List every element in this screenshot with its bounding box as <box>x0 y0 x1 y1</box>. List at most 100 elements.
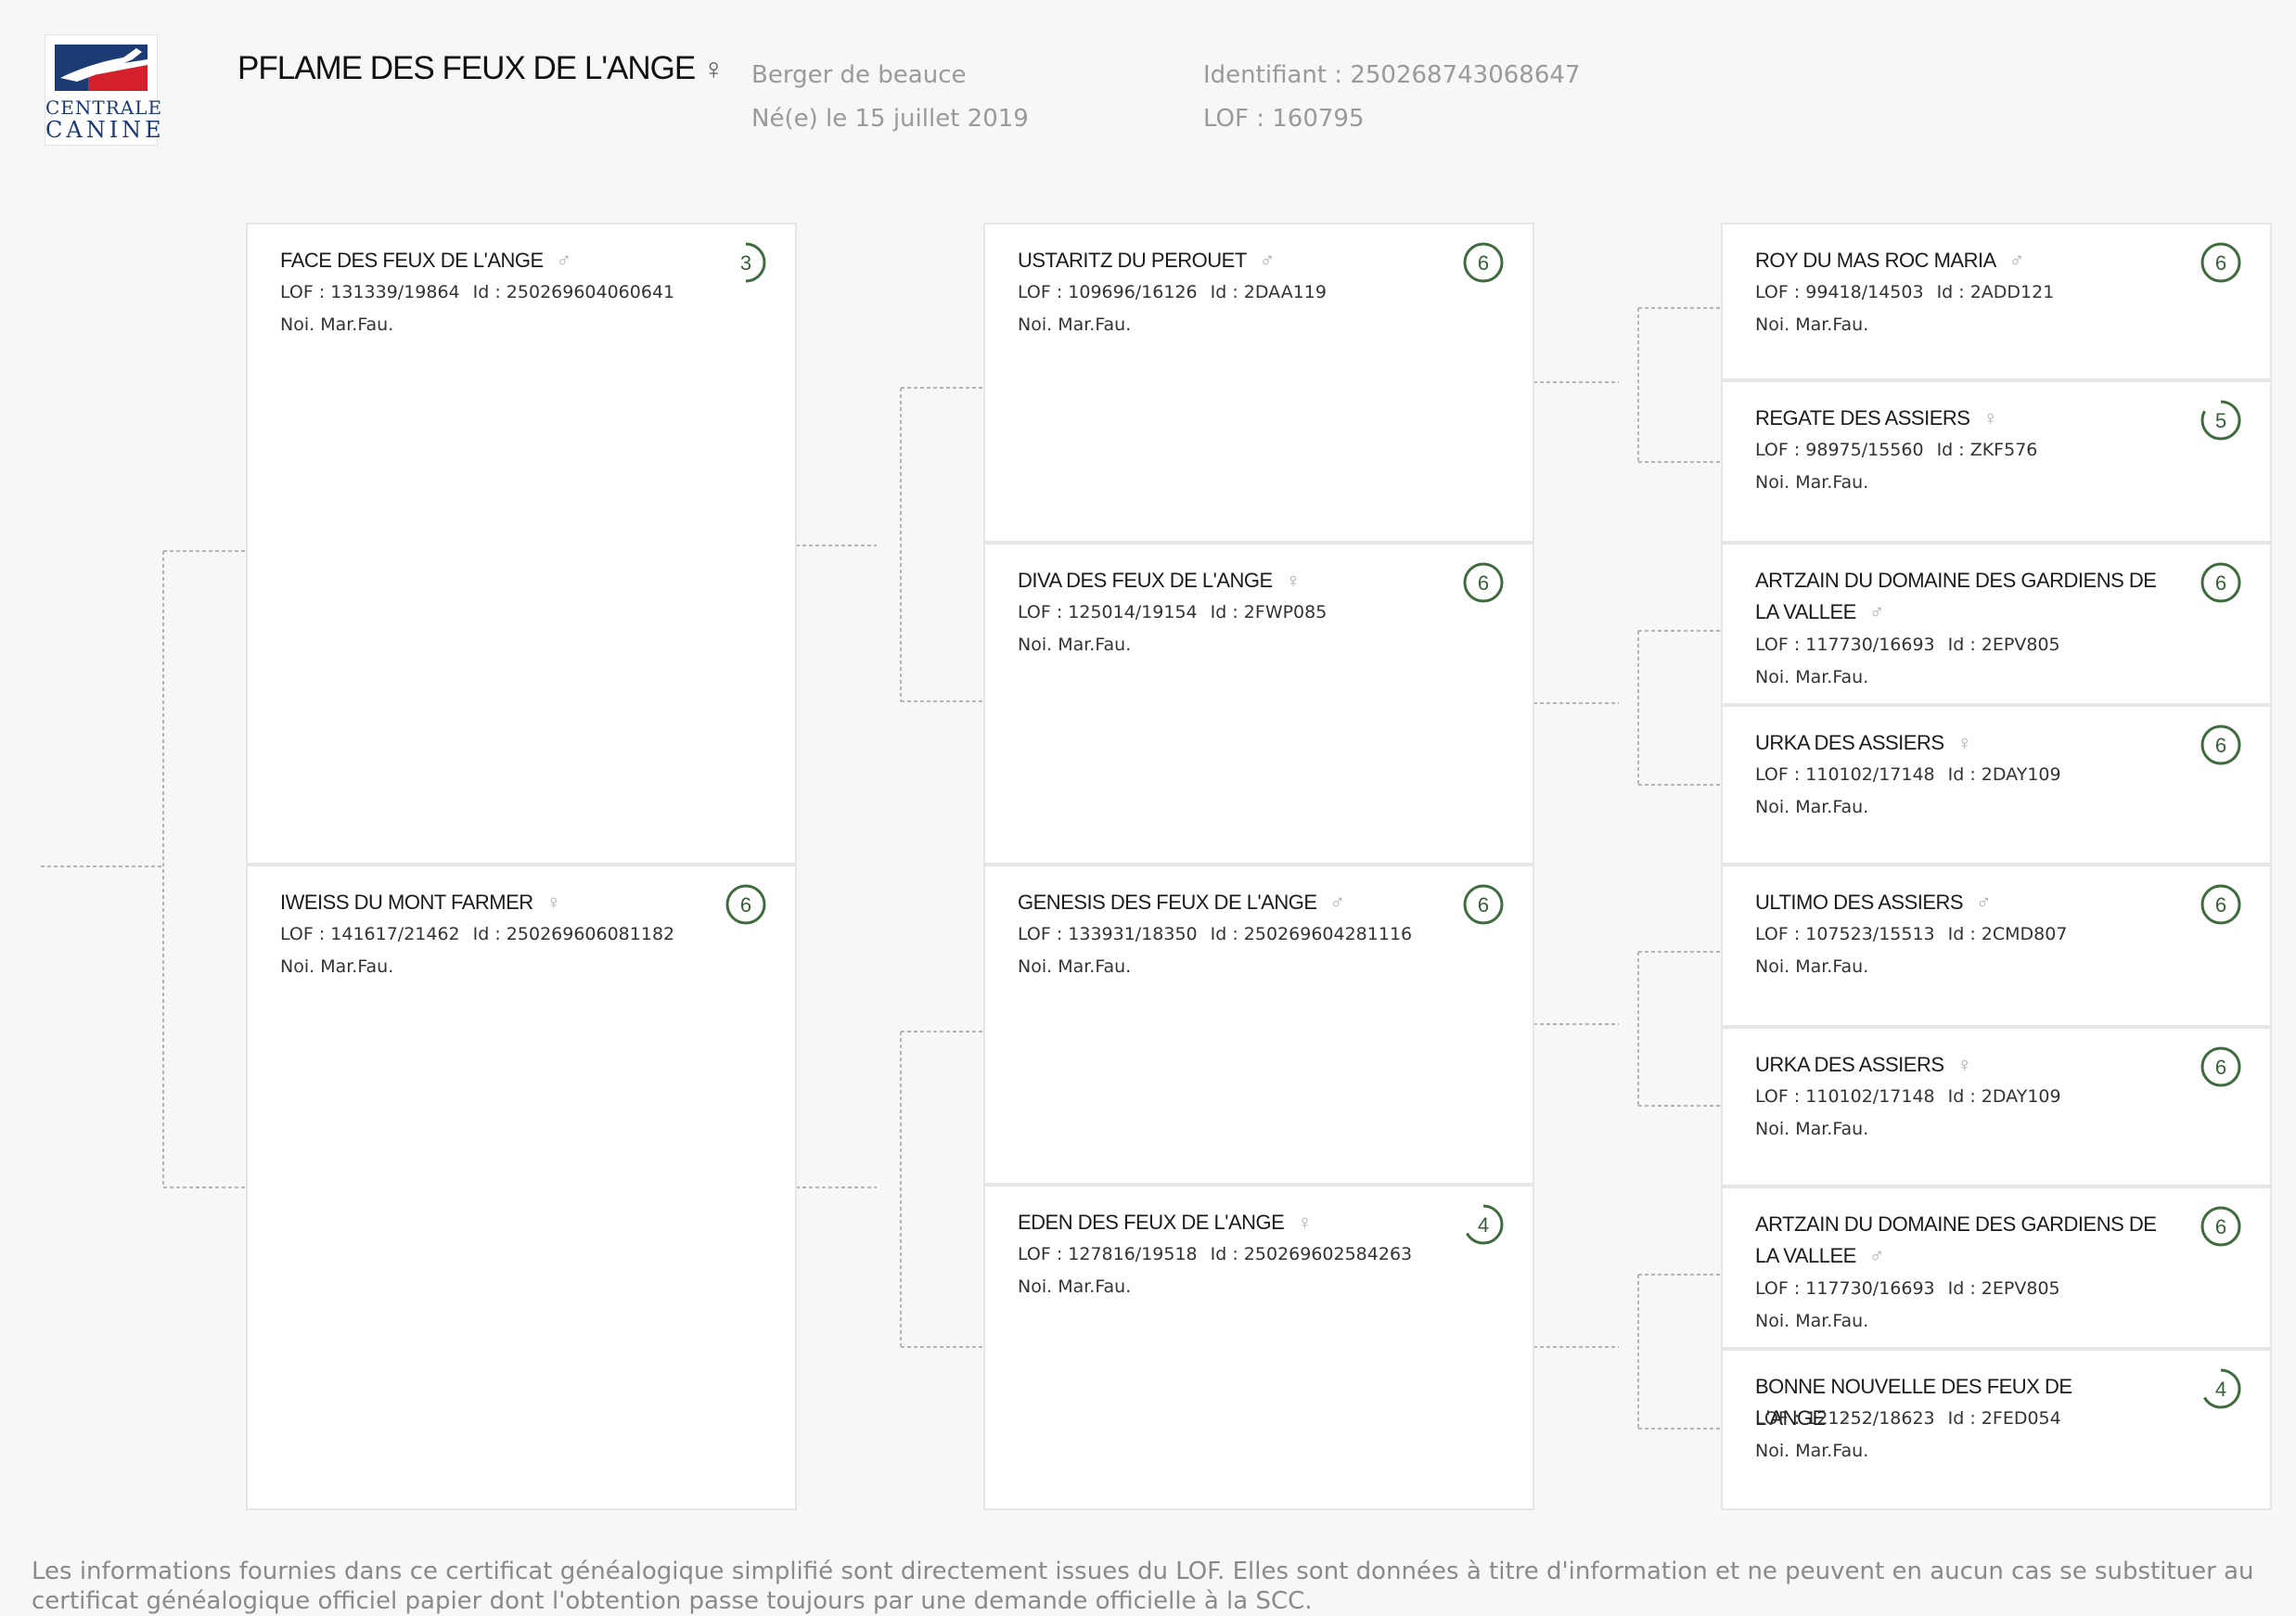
dog-card-name: FACE DES FEUX DE L'ANGE♂ <box>280 249 572 272</box>
coat-color: Noi. Mar.Fau. <box>1018 314 1132 335</box>
svg-text:6: 6 <box>2215 251 2226 275</box>
male-icon: ♂ <box>1329 891 1346 914</box>
lof-number: LOF : 117730/16693 <box>1755 635 1935 655</box>
lof-number: LOF : 98975/15560 <box>1755 440 1924 460</box>
dog-card-name: ULTIMO DES ASSIERS♂ <box>1755 891 1992 914</box>
lof-number: LOF : 160795 <box>1203 105 1365 133</box>
cotation-badge-icon: 6 <box>2200 1206 2241 1247</box>
male-icon: ♂ <box>1976 891 1992 914</box>
chip-id: Id : 2EPV805 <box>1947 635 2060 655</box>
pedigree-card-grandparent[interactable]: EDEN DES FEUX DE L'ANGE♀ LOF : 127816/19… <box>983 1185 1534 1510</box>
logo-text-centrale: CENTRALE <box>45 96 163 119</box>
pedigree-card-dam[interactable]: IWEISS DU MONT FARMER♀ LOF : 141617/2146… <box>246 865 797 1510</box>
female-icon: ♀ <box>545 891 562 914</box>
chip-id: Id : 2CMD807 <box>1947 924 2068 944</box>
svg-text:6: 6 <box>1478 571 1489 595</box>
lof-number: LOF : 141617/21462 <box>280 924 460 944</box>
dog-card-name: ARTZAIN DU DOMAINE DES GARDIENS DE LA VA… <box>1755 1212 2157 1267</box>
chip-id: Id : 250269602584263 <box>1210 1244 1413 1264</box>
coat-color: Noi. Mar.Fau. <box>1018 1276 1132 1297</box>
pedigree-card-great-grandparent[interactable]: ARTZAIN DU DOMAINE DES GARDIENS DE LA VA… <box>1721 1186 2272 1349</box>
pedigree-card-grandparent[interactable]: DIVA DES FEUX DE L'ANGE♀ LOF : 125014/19… <box>983 543 1534 865</box>
chip-id: Id : 2EPV805 <box>1947 1278 2060 1299</box>
svg-text:4: 4 <box>2215 1378 2226 1401</box>
male-icon: ♂ <box>2008 249 2025 272</box>
dog-card-name: BONNE NOUVELLE DES FEUX DE L'ANGE♀ <box>1755 1375 2072 1430</box>
cotation-badge-icon: 6 <box>2200 1046 2241 1087</box>
lof-number: LOF : 117730/16693 <box>1755 1278 1935 1299</box>
dog-card-name: URKA DES ASSIERS♀ <box>1755 731 1973 754</box>
logo-text-canine: CANINE <box>45 117 165 143</box>
cotation-badge-icon: 6 <box>2200 884 2241 925</box>
svg-text:6: 6 <box>2215 1056 2226 1079</box>
pedigree-card-great-grandparent[interactable]: BONNE NOUVELLE DES FEUX DE L'ANGE♀ LOF :… <box>1721 1349 2272 1510</box>
pedigree-card-great-grandparent[interactable]: URKA DES ASSIERS♀ LOF : 110102/17148 Id :… <box>1721 1027 2272 1186</box>
cotation-badge-icon: 6 <box>2200 562 2241 603</box>
coat-color: Noi. Mar.Fau. <box>280 314 394 335</box>
chip-id: Id : 250269604281116 <box>1210 924 1413 944</box>
chip-id: Id : 2ADD121 <box>1936 282 2055 302</box>
female-icon: ♀ <box>1838 1406 1854 1430</box>
cotation-badge-icon: 6 <box>2200 725 2241 765</box>
svg-text:6: 6 <box>2215 893 2226 917</box>
cotation-badge-icon: 5 <box>2200 400 2241 441</box>
coat-color: Noi. Mar.Fau. <box>1755 667 1869 687</box>
lof-number: LOF : 99418/14503 <box>1755 282 1924 302</box>
female-icon: ♀ <box>1982 406 1998 430</box>
coat-color: Noi. Mar.Fau. <box>1755 797 1869 817</box>
disclaimer-text: Les informations fournies dans ce certif… <box>32 1558 2254 1615</box>
cotation-badge-icon: 6 <box>1463 884 1504 925</box>
lof-number: LOF : 133931/18350 <box>1018 924 1198 944</box>
dog-card-name: URKA DES ASSIERS♀ <box>1755 1053 1973 1076</box>
pedigree-card-grandparent[interactable]: GENESIS DES FEUX DE L'ANGE♂ LOF : 133931… <box>983 865 1534 1185</box>
chip-id: Id : 2DAY109 <box>1947 1086 2061 1107</box>
coat-color: Noi. Mar.Fau. <box>1755 1311 1869 1331</box>
chip-id: Id : 2DAA119 <box>1210 282 1327 302</box>
coat-color: Noi. Mar.Fau. <box>1755 314 1869 335</box>
identifier: Identifiant : 250268743068647 <box>1203 61 1581 89</box>
female-icon: ♀ <box>1956 1053 1973 1076</box>
male-icon: ♂ <box>1868 1244 1885 1267</box>
centrale-canine-logo[interactable]: CENTRALE CANINE <box>45 34 165 146</box>
cotation-badge-icon: 4 <box>1463 1204 1504 1245</box>
cotation-badge-icon: 4 <box>2200 1368 2241 1409</box>
page-title: PFLAME DES FEUX DE L'ANGE♀ <box>237 50 725 87</box>
svg-text:3: 3 <box>740 251 751 275</box>
pedigree-card-great-grandparent[interactable]: ARTZAIN DU DOMAINE DES GARDIENS DE LA VA… <box>1721 543 2272 705</box>
cotation-badge-icon: 6 <box>2200 242 2241 283</box>
svg-text:5: 5 <box>2215 409 2226 432</box>
lof-number: LOF : 110102/17148 <box>1755 764 1935 785</box>
birth-date: Né(e) le 15 juillet 2019 <box>751 105 1029 133</box>
coat-color: Noi. Mar.Fau. <box>280 956 394 977</box>
svg-text:6: 6 <box>2215 571 2226 595</box>
dog-card-name: ROY DU MAS ROC MARIA♂ <box>1755 249 2025 272</box>
female-icon: ♀ <box>1956 731 1973 754</box>
male-icon: ♂ <box>556 249 572 272</box>
dog-card-name: GENESIS DES FEUX DE L'ANGE♂ <box>1018 891 1346 914</box>
dog-name: PFLAME DES FEUX DE L'ANGE <box>237 50 696 86</box>
chip-id: Id : 250269604060641 <box>472 282 675 302</box>
dog-card-name: IWEISS DU MONT FARMER♀ <box>280 891 562 914</box>
lof-number: LOF : 127816/19518 <box>1018 1244 1198 1264</box>
pedigree-card-sire[interactable]: FACE DES FEUX DE L'ANGE♂ LOF : 131339/19… <box>246 223 797 865</box>
svg-text:6: 6 <box>1478 251 1489 275</box>
pedigree-card-great-grandparent[interactable]: ROY DU MAS ROC MARIA♂ LOF : 99418/14503 I… <box>1721 223 2272 380</box>
lof-number: LOF : 110102/17148 <box>1755 1086 1935 1107</box>
coat-color: Noi. Mar.Fau. <box>1018 635 1132 655</box>
cotation-badge-icon: 6 <box>1463 242 1504 283</box>
coat-color: Noi. Mar.Fau. <box>1755 956 1869 977</box>
dog-card-name: EDEN DES FEUX DE L'ANGE♀ <box>1018 1211 1313 1234</box>
chip-id: Id : 250269606081182 <box>472 924 675 944</box>
chip-id: Id : 2FWP085 <box>1210 602 1328 622</box>
lof-number: LOF : 131339/19864 <box>280 282 460 302</box>
svg-text:6: 6 <box>2215 1215 2226 1238</box>
dog-card-name: REGATE DES ASSIERS♀ <box>1755 406 1998 430</box>
dog-card-name: ARTZAIN DU DOMAINE DES GARDIENS DE LA VA… <box>1755 569 2157 623</box>
female-icon: ♀ <box>1285 569 1302 592</box>
dog-card-name: USTARITZ DU PEROUET♂ <box>1018 249 1275 272</box>
